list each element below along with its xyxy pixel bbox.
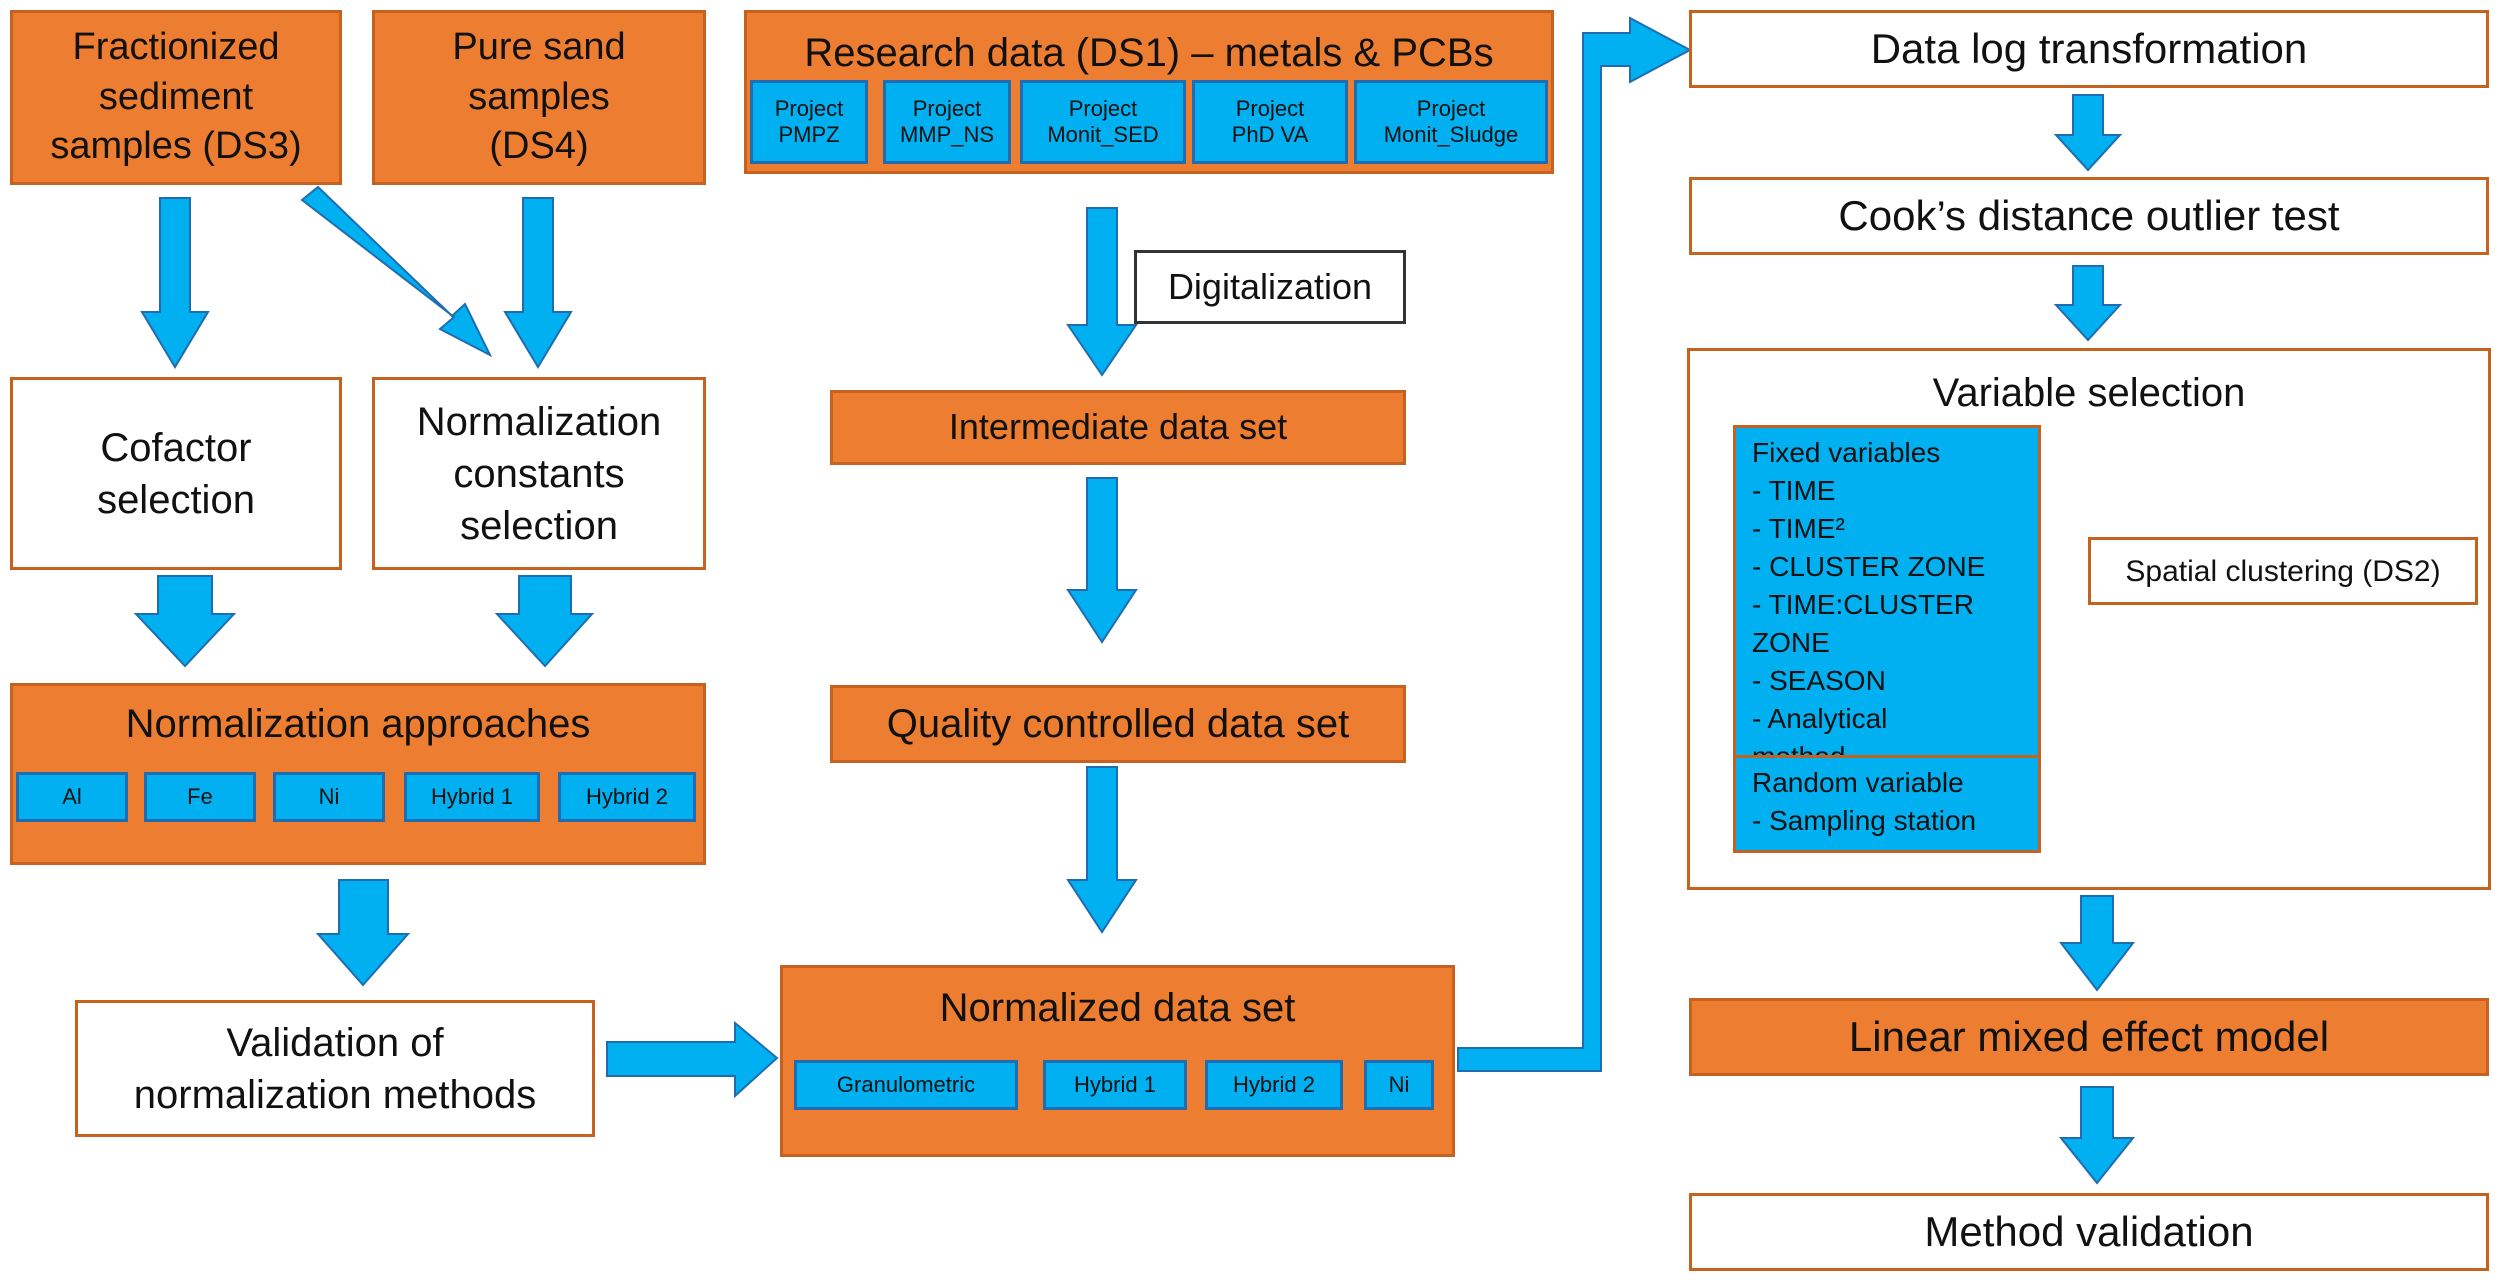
normconst-line-1: Normalization: [416, 399, 662, 444]
approach-al: Al: [16, 772, 128, 822]
project-mmp-ns-line-2: MMP_NS: [899, 122, 995, 147]
fixed-variables-heading: Fixed variables: [1752, 437, 1941, 468]
cofactor-line-1: Cofactor: [100, 425, 252, 470]
normalized-data-set-title: Normalized data set: [939, 986, 1296, 1030]
fixed-variables-section: Fixed variables - TIME - TIME² - CLUSTER…: [1736, 428, 2038, 758]
project-monit-sed-line-2: Monit_SED: [1047, 122, 1159, 147]
cofactor-line-2: selection: [97, 477, 255, 522]
arrow-fractionized-to-normconst: [300, 185, 493, 358]
pure-sand-line-1: Pure sand: [452, 26, 626, 69]
fractionized-samples-label: Fractionized sediment samples (DS3): [50, 23, 301, 171]
validation-methods-label: Validation of normalization methods: [134, 1017, 536, 1121]
fixed-var-time-squared: - TIME²: [1752, 513, 1845, 544]
approach-hybrid-2: Hybrid 2: [558, 772, 696, 822]
pure-sand-samples-label: Pure sand samples (DS4): [452, 23, 625, 171]
approach-hybrid-1: Hybrid 1: [404, 772, 540, 822]
arrow-logtransform-to-cooks: [2053, 94, 2123, 172]
random-variable-heading: Random variable: [1752, 767, 1964, 798]
arrow-intermediate-to-quality: [1066, 477, 1138, 644]
arrow-normalized-to-logtransform: [1457, 16, 1693, 1072]
fixed-var-time: - TIME: [1752, 475, 1836, 506]
arrow-cofactor-to-approaches: [133, 575, 237, 668]
variable-selection-title: Variable selection: [1932, 371, 2246, 415]
project-monit-sludge-line-2: Monit_Sludge: [1383, 122, 1519, 147]
fixed-var-method: method: [1752, 741, 1846, 758]
cofactor-selection-label: Cofactor selection: [97, 422, 255, 526]
fractionized-samples-box: Fractionized sediment samples (DS3): [10, 10, 342, 185]
quality-controlled-data-set-box: Quality controlled data set: [830, 685, 1406, 763]
digitalization-box: Digitalization: [1134, 250, 1406, 324]
normalization-approaches-title: Normalization approaches: [125, 702, 591, 746]
validation-line-1: Validation of: [226, 1020, 444, 1065]
normconst-line-2: constants: [453, 451, 625, 496]
project-monit-sed: Project Monit_SED: [1020, 80, 1186, 164]
arrow-normconst-to-approaches: [494, 575, 595, 668]
normalized-ni: Ni: [1364, 1060, 1434, 1110]
normalization-constants-label: Normalization constants selection: [417, 396, 662, 552]
fixed-var-zone: ZONE: [1752, 627, 1830, 658]
project-monit-sludge: Project Monit_Sludge: [1354, 80, 1548, 164]
project-pmpz: Project PMPZ: [750, 80, 868, 164]
approach-ni: Ni: [273, 772, 385, 822]
fixed-var-analytical: - Analytical: [1752, 703, 1888, 734]
fixed-var-time-cluster: - TIME:CLUSTER: [1752, 589, 1974, 620]
arrow-quality-to-normalized: [1066, 766, 1138, 934]
variables-panel: Fixed variables - TIME - TIME² - CLUSTER…: [1733, 425, 2041, 853]
validation-methods-box: Validation of normalization methods: [75, 1000, 595, 1137]
project-pmpz-line-2: PMPZ: [778, 122, 840, 147]
arrow-validation-to-normalized: [606, 1020, 779, 1099]
normconst-line-3: selection: [460, 503, 618, 548]
project-monit-sed-line-1: Project: [1068, 95, 1138, 121]
arrow-fractionized-to-cofactor: [140, 197, 210, 369]
method-validation-box: Method validation: [1689, 1193, 2489, 1271]
intermediate-data-set-box: Intermediate data set: [830, 390, 1406, 465]
normalized-granulometric: Granulometric: [794, 1060, 1018, 1110]
research-data-title: Research data (DS1) – metals & PCBs: [804, 31, 1494, 75]
arrow-cooks-to-varselection: [2053, 265, 2123, 342]
spatial-clustering-box: Spatial clustering (DS2): [2088, 537, 2478, 605]
arrow-lmm-to-validation: [2058, 1086, 2136, 1185]
cooks-distance-box: Cook’s distance outlier test: [1689, 177, 2489, 255]
arrow-research-to-intermediate: [1066, 207, 1138, 377]
validation-line-2: normalization methods: [133, 1072, 537, 1117]
fractionized-line-3: samples (DS3): [50, 125, 302, 168]
fractionized-line-2: sediment: [98, 75, 254, 118]
fixed-var-cluster-zone: - CLUSTER ZONE: [1752, 551, 1986, 582]
project-phd-va-line-2: PhD VA: [1231, 122, 1309, 147]
pure-sand-samples-box: Pure sand samples (DS4): [372, 10, 706, 185]
project-pmpz-line-1: Project: [774, 95, 844, 121]
pure-sand-line-2: samples: [468, 75, 610, 118]
normalized-hybrid-2: Hybrid 2: [1205, 1060, 1343, 1110]
project-monit-sludge-line-1: Project: [1416, 95, 1486, 121]
project-phd-va: Project PhD VA: [1192, 80, 1348, 164]
arrow-approaches-to-validation: [315, 879, 411, 987]
fixed-var-season: - SEASON: [1752, 665, 1886, 696]
arrow-puresand-to-normconst: [503, 197, 573, 369]
fractionized-line-1: Fractionized: [72, 26, 280, 69]
pure-sand-line-3: (DS4): [489, 125, 589, 168]
normalized-hybrid-1: Hybrid 1: [1043, 1060, 1187, 1110]
project-phd-va-line-1: Project: [1235, 95, 1305, 121]
cofactor-selection-box: Cofactor selection: [10, 377, 342, 570]
project-mmp-ns: Project MMP_NS: [883, 80, 1011, 164]
random-variable-section: Random variable - Sampling station: [1736, 758, 2038, 850]
arrow-varselection-to-lmm: [2058, 895, 2136, 992]
normalization-constants-box: Normalization constants selection: [372, 377, 706, 570]
data-log-transformation-box: Data log transformation: [1689, 10, 2489, 88]
approach-fe: Fe: [144, 772, 256, 822]
random-var-sampling-station: - Sampling station: [1752, 805, 1977, 836]
linear-mixed-effect-model-box: Linear mixed effect model: [1689, 998, 2489, 1076]
project-mmp-ns-line-1: Project: [912, 95, 982, 121]
